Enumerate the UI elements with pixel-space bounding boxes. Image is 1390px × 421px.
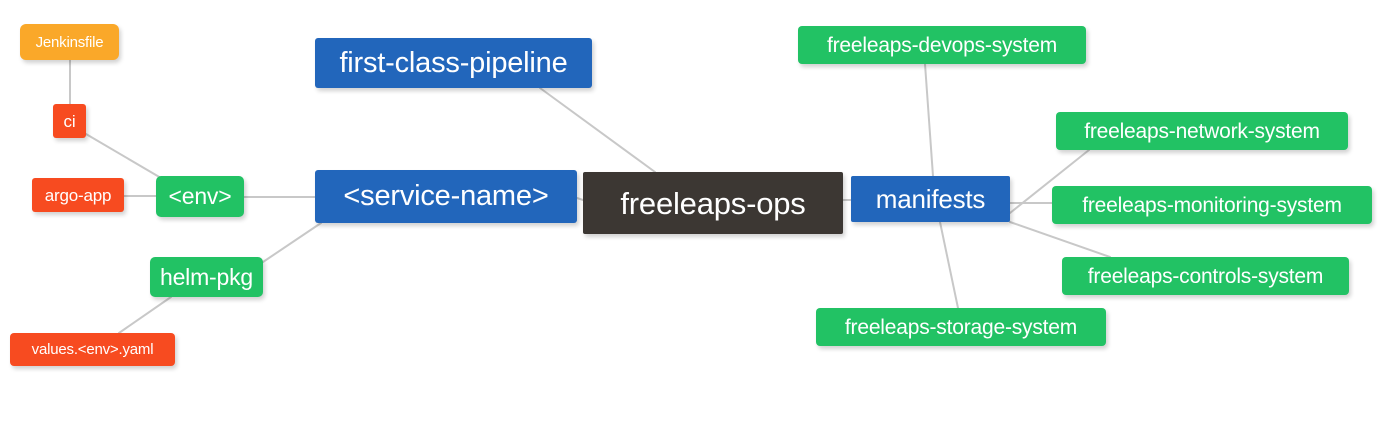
edge-manifests-to-freeleaps-devops-system [924, 63, 934, 177]
node-label: freeleaps-monitoring-system [1082, 193, 1342, 217]
edge-first-class-pipeline-to-freeleaps-ops [539, 87, 656, 173]
node-env[interactable]: <env> [156, 176, 244, 217]
node-label: <service-name> [343, 180, 549, 212]
node-jenkinsfile[interactable]: Jenkinsfile [20, 24, 119, 60]
edge-helm-pkg-to-values-env-yaml [118, 296, 172, 334]
node-freeleaps-storage-system[interactable]: freeleaps-storage-system [816, 308, 1106, 346]
node-label: freeleaps-storage-system [844, 315, 1078, 339]
node-argo-app[interactable]: argo-app [32, 178, 124, 212]
node-label: first-class-pipeline [339, 46, 568, 79]
node-label: freeleaps-ops [620, 185, 806, 221]
node-label: values.<env>.yaml [31, 341, 154, 358]
node-freeleaps-ops[interactable]: freeleaps-ops [583, 172, 843, 234]
node-label: freeleaps-network-system [1084, 119, 1320, 143]
node-label: argo-app [44, 185, 112, 205]
edge-service-name-to-helm-pkg [262, 222, 322, 263]
node-freeleaps-network-system[interactable]: freeleaps-network-system [1056, 112, 1348, 150]
node-first-class-pipeline[interactable]: first-class-pipeline [315, 38, 592, 88]
edge-manifests-to-freeleaps-storage-system [939, 221, 959, 309]
node-label: freeleaps-devops-system [827, 33, 1057, 57]
node-label: Jenkinsfile [35, 33, 104, 51]
node-label: <env> [168, 183, 232, 209]
node-values-env-yaml[interactable]: values.<env>.yaml [10, 333, 175, 366]
node-service-name[interactable]: <service-name> [315, 170, 577, 223]
node-ci[interactable]: ci [53, 104, 86, 138]
edge-manifests-to-freeleaps-controls-system [1009, 221, 1111, 258]
edge-ci-to-env [85, 133, 162, 179]
node-freeleaps-devops-system[interactable]: freeleaps-devops-system [798, 26, 1086, 64]
node-label: helm-pkg [160, 263, 253, 290]
node-freeleaps-monitoring-system[interactable]: freeleaps-monitoring-system [1052, 186, 1372, 224]
node-helm-pkg[interactable]: helm-pkg [150, 257, 263, 297]
node-manifests[interactable]: manifests [851, 176, 1010, 222]
node-freeleaps-controls-system[interactable]: freeleaps-controls-system [1062, 257, 1349, 295]
node-label: freeleaps-controls-system [1087, 264, 1324, 288]
node-label: ci [63, 111, 76, 131]
node-label: manifests [875, 184, 986, 214]
